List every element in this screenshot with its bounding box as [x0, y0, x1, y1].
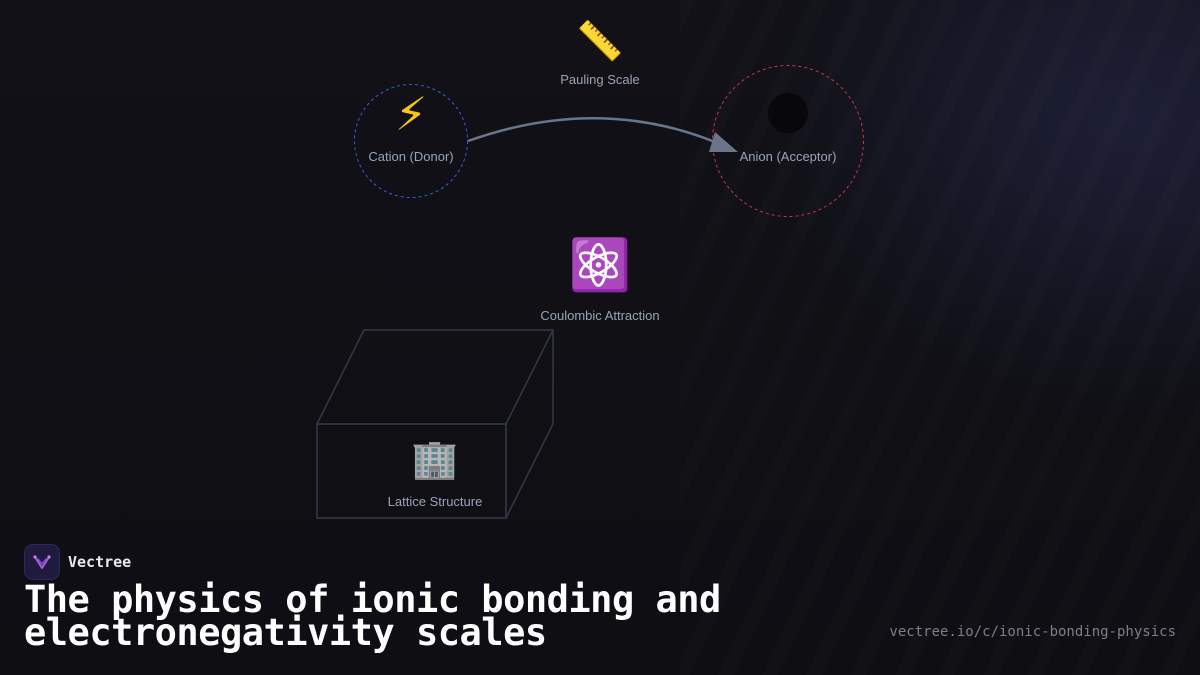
electron-transfer-arrow	[467, 116, 721, 146]
dark-moon-icon: 🌑	[764, 87, 812, 141]
vectree-logo-mark	[33, 555, 51, 569]
brand: Vectree	[24, 544, 131, 580]
page-url[interactable]: vectree.io/c/ionic-bonding-physics	[889, 624, 1176, 640]
cation-ring	[354, 84, 468, 198]
cation-node: ⚡ Cation (Donor)	[368, 91, 453, 164]
anion-label: Anion (Acceptor)	[739, 149, 837, 164]
anion-node: 🌑 Anion (Acceptor)	[740, 91, 837, 164]
coulombic-attraction-label: Coulombic Attraction	[540, 308, 660, 323]
lattice-structure-node: 🏢 Lattice Structure	[388, 440, 483, 509]
arrowhead	[709, 132, 738, 152]
page-title: The physics of ionic bonding and electro…	[24, 578, 721, 654]
lattice-structure-label: Lattice Structure	[387, 494, 483, 509]
pauling-scale-node: 📏 Pauling Scale	[560, 22, 640, 87]
cation-label: Cation (Donor)	[368, 149, 454, 164]
lattice-box	[316, 329, 555, 519]
vectree-logo-icon	[24, 544, 60, 580]
ruler-icon: 📏	[576, 19, 624, 63]
lightning-icon: ⚡	[394, 87, 428, 141]
office-building-icon: 🏢	[411, 437, 459, 481]
coulombic-attraction-node: ⚛️ Coulombic Attraction	[540, 240, 659, 323]
pauling-scale-label: Pauling Scale	[560, 72, 640, 87]
atom-icon: ⚛️	[568, 236, 632, 294]
brand-name: Vectree	[68, 553, 132, 571]
